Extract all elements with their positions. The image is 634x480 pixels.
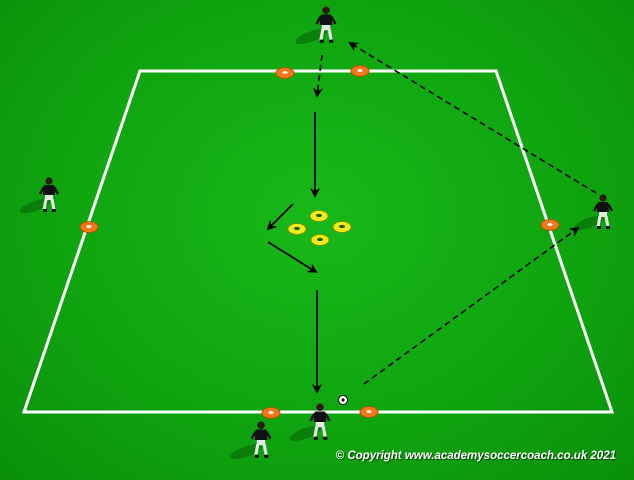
- pass-line-bottom-to-right: [363, 226, 580, 385]
- yellow-marker: [310, 234, 330, 246]
- copyright-text: © Copyright www.academysoccercoach.co.uk…: [335, 450, 616, 462]
- soccer-ball: [338, 395, 348, 405]
- player-bottom-center: [286, 401, 332, 446]
- yellow-marker: [309, 210, 329, 222]
- orange-cone: [79, 221, 99, 233]
- run-line-right-cut: [267, 241, 318, 274]
- pitch-boundary: [21, 69, 615, 414]
- pass-line-right-to-top: [348, 41, 597, 194]
- yellow-marker: [287, 223, 307, 235]
- orange-cone: [359, 406, 379, 418]
- orange-cone: [540, 219, 560, 231]
- player-left: [16, 175, 60, 218]
- orange-cone: [275, 67, 295, 79]
- player-bottom-left: [227, 419, 273, 464]
- run-line-left-cut: [266, 203, 294, 231]
- orange-cone: [350, 65, 370, 77]
- yellow-marker: [332, 221, 352, 233]
- orange-cone: [261, 407, 281, 419]
- pass-line-top: [313, 54, 323, 98]
- player-right: [570, 192, 614, 235]
- player-top: [292, 4, 338, 49]
